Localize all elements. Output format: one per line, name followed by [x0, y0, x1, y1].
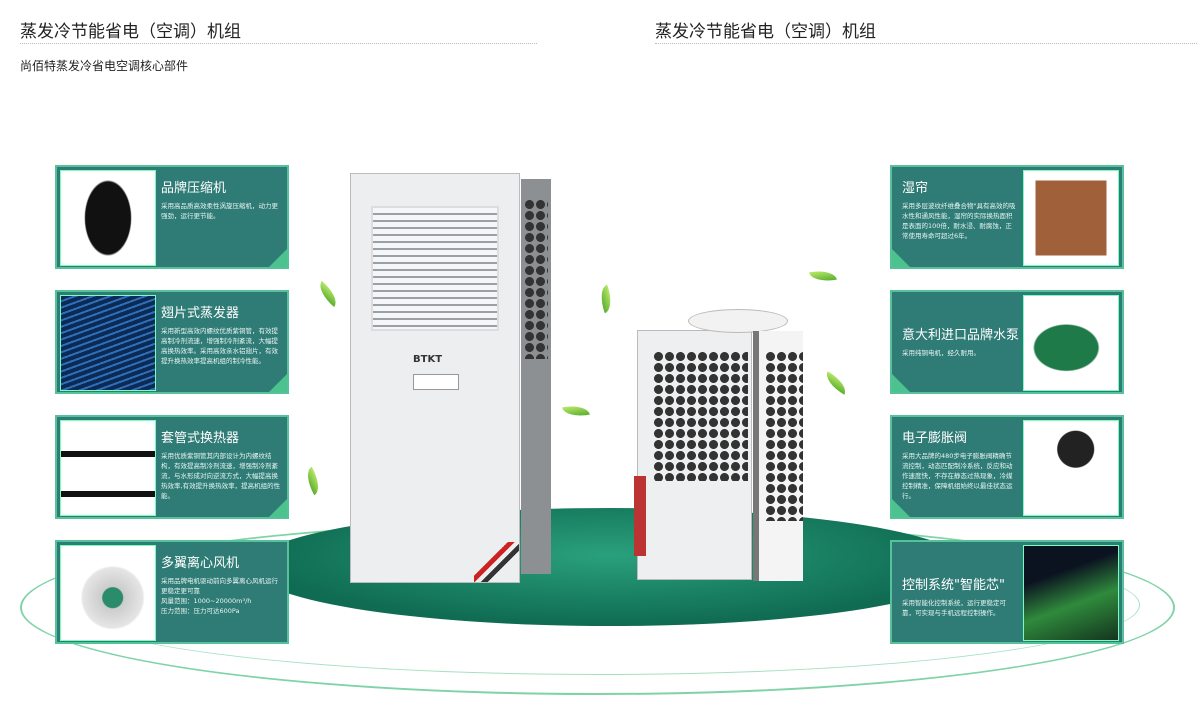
corner-accent	[269, 499, 287, 517]
leaf-decoration	[821, 371, 851, 395]
base-stripes	[474, 542, 519, 582]
corner-accent	[892, 499, 910, 517]
card-desc: 采用高品质高效柔性涡旋压缩机，动力更强劲，运行更节能。	[161, 202, 278, 220]
card-water-pump: 意大利进口品牌水泵采用纯铜电机，经久耐用。	[890, 290, 1124, 394]
leaf-decoration	[314, 281, 342, 307]
side-grille	[765, 351, 803, 521]
top-fan	[688, 309, 788, 333]
card-compressor: 品牌压缩机采用高品质高效柔性涡旋压缩机，动力更强劲，运行更节能。	[55, 165, 289, 269]
unit-side	[753, 331, 803, 581]
corner-accent	[892, 374, 910, 392]
card-title: 意大利进口品牌水泵	[902, 328, 1020, 343]
tall-evaporative-unit: BTKT	[350, 173, 551, 583]
corner-accent	[269, 249, 287, 267]
wet-curtain-grille	[371, 206, 499, 331]
card-evaporator: 翅片式蒸发器采用新型高效内螺纹优质紫铜管，有效提高制冷剂流速，增强制冷剂紊流，大…	[55, 290, 289, 394]
subtitle: 尚佰特蒸发冷省电空调核心部件	[20, 59, 189, 73]
card-desc: 采用智能化控制系统，运行更稳定可靠，可实现与手机远程控制操作。	[902, 599, 1006, 617]
control-display	[413, 374, 459, 390]
card-title: 多翼离心风机	[161, 556, 240, 571]
card-fan: 多翼离心风机采用品牌电机驱动前向多翼离心风机运行更稳定更可靠 风量范围：1000…	[55, 540, 289, 644]
card-desc: 采用优质紫铜管其内部设计为内螺纹结构，有效提高制冷剂流速，增强制冷剂紊流，与水形…	[161, 452, 281, 500]
control-panel	[634, 476, 646, 556]
side-grille	[524, 199, 548, 359]
cube-heat-pump-unit	[634, 309, 803, 581]
water-pump-image	[1023, 295, 1119, 391]
card-title: 套管式换热器	[161, 431, 240, 446]
card-title: 品牌压缩机	[161, 181, 227, 196]
unit-side	[521, 179, 551, 574]
compressor-image	[60, 170, 156, 266]
control-board-image	[1023, 545, 1119, 641]
brand-logo: BTKT	[413, 354, 443, 365]
card-title: 电子膨胀阀	[902, 431, 968, 446]
section-title-right: 蒸发冷节能省电（空调）机组	[655, 22, 876, 42]
card-desc: 采用纯铜电机，经久耐用。	[902, 349, 980, 357]
expansion-valve-image	[1023, 420, 1119, 516]
corner-accent	[892, 249, 910, 267]
heat-exchanger-image	[60, 420, 156, 516]
front-grille	[653, 351, 748, 481]
section-title-left: 蒸发冷节能省电（空调）机组	[20, 22, 241, 42]
leaf-decoration	[562, 402, 590, 420]
card-desc: 采用品牌电机驱动前向多翼离心风机运行更稳定更可靠 风量范围：1000~20000…	[161, 577, 278, 615]
fan-image	[60, 545, 156, 641]
divider	[20, 43, 537, 44]
leaf-decoration	[595, 284, 617, 314]
leaf-decoration	[809, 267, 837, 285]
wet-curtain-image	[1023, 170, 1119, 266]
card-wet-curtain: 湿帘采用多层波纹纤维叠合物"具有高效的吸水性和通风性能，湿帘的实际换热面积是表面…	[890, 165, 1124, 269]
card-desc: 采用新型高效内螺纹优质紫铜管，有效提高制冷剂流速，增强制冷剂紊流，大幅提高换热效…	[161, 327, 278, 365]
divider	[655, 43, 1197, 44]
card-title: 控制系统"智能芯"	[902, 578, 1005, 593]
card-title: 湿帘	[902, 181, 929, 196]
corner-accent	[269, 374, 287, 392]
leaf-decoration	[301, 466, 325, 496]
card-desc: 采用大品牌的480步电子膨胀阀精确节流控制，动态匹配制冷系统，反应和动作速度快，…	[902, 452, 1013, 500]
card-desc: 采用多层波纹纤维叠合物"具有高效的吸水性和通风性能，湿帘的实际换热面积是表面的1…	[902, 202, 1016, 240]
card-control-system: 控制系统"智能芯" 采用智能化控制系统，运行更稳定可靠，可实现与手机远程控制操作。	[890, 540, 1124, 644]
card-expansion-valve: 电子膨胀阀采用大品牌的480步电子膨胀阀精确节流控制，动态匹配制冷系统，反应和动…	[890, 415, 1124, 519]
evaporator-image	[60, 295, 156, 391]
card-title: 翅片式蒸发器	[161, 306, 240, 321]
card-heat-exchanger: 套管式换热器采用优质紫铜管其内部设计为内螺纹结构，有效提高制冷剂流速，增强制冷剂…	[55, 415, 289, 519]
